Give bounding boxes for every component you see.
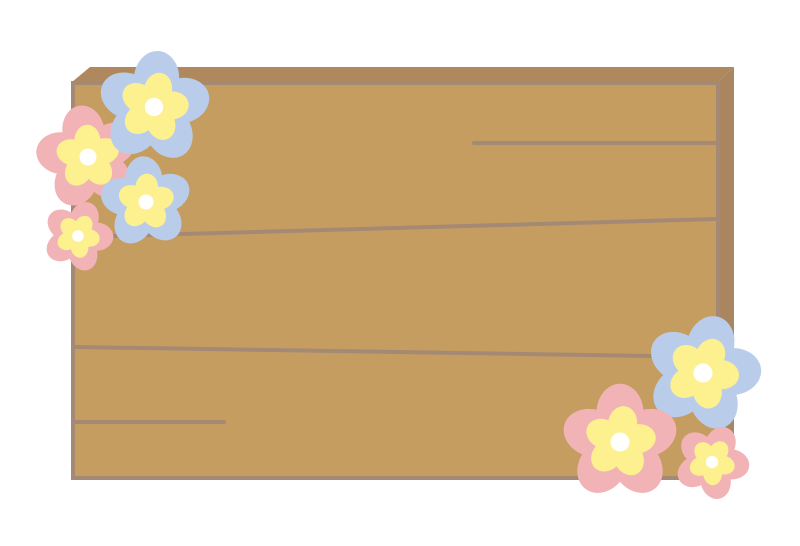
pink-flower xyxy=(563,383,677,493)
blue-flower xyxy=(100,50,210,158)
flower-center xyxy=(72,230,84,242)
flower-center xyxy=(138,194,154,210)
flower-center xyxy=(144,97,164,117)
flower-center xyxy=(705,455,719,469)
pink-flower xyxy=(677,426,750,499)
plank-line xyxy=(73,345,718,359)
blue-flower xyxy=(651,316,762,429)
flowers xyxy=(36,50,762,499)
pink-flower xyxy=(46,202,114,271)
flower-center xyxy=(610,432,630,452)
plank-line xyxy=(73,217,718,239)
plank-lines xyxy=(73,141,718,424)
blue-flower xyxy=(101,156,190,244)
flower-center xyxy=(79,148,97,166)
flower-center xyxy=(693,363,713,383)
board-top-bevel xyxy=(72,67,734,82)
